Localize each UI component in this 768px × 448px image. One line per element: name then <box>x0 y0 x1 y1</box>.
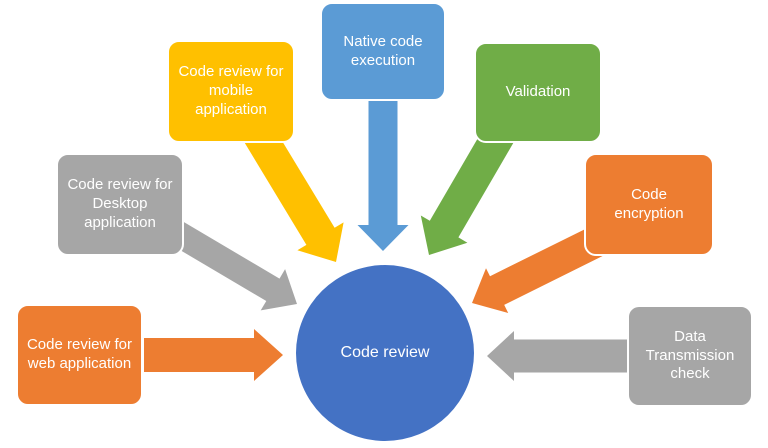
arrow-native-to-center <box>357 90 409 251</box>
arrow-encryption-to-center <box>472 226 605 313</box>
node-native-code-execution-label: Native code execution <box>343 32 423 69</box>
arrow-mobile-to-center <box>243 124 344 262</box>
node-code-review-web-label: Code review for web application <box>26 336 133 372</box>
center-node-code-review: Code review <box>293 262 477 444</box>
node-code-encryption-label: Code encryption <box>614 185 684 222</box>
node-code-review-web: Code review for web application <box>16 304 143 406</box>
node-code-review-desktop-label: Code review for Desktop application <box>67 176 173 231</box>
node-data-transmission-check: Data Transmission check <box>627 305 753 407</box>
node-data-transmission-check-label: Data Transmission check <box>645 327 735 383</box>
node-code-review-desktop: Code review for Desktop application <box>56 153 184 256</box>
node-code-review-mobile: Code review for mobile application <box>167 40 295 143</box>
node-validation: Validation <box>474 42 602 143</box>
node-code-encryption: Code encryption <box>584 153 714 256</box>
arrow-web-to-center <box>144 329 283 381</box>
node-code-review-mobile-label: Code review for mobile application <box>178 63 284 118</box>
node-native-code-execution: Native code execution <box>320 2 446 101</box>
arrow-validation-to-center <box>420 124 515 255</box>
arrow-data-to-center <box>487 331 628 381</box>
arrow-desktop-to-center <box>163 217 297 311</box>
center-node-label: Code review <box>340 344 430 361</box>
node-validation-label: Validation <box>505 83 571 101</box>
